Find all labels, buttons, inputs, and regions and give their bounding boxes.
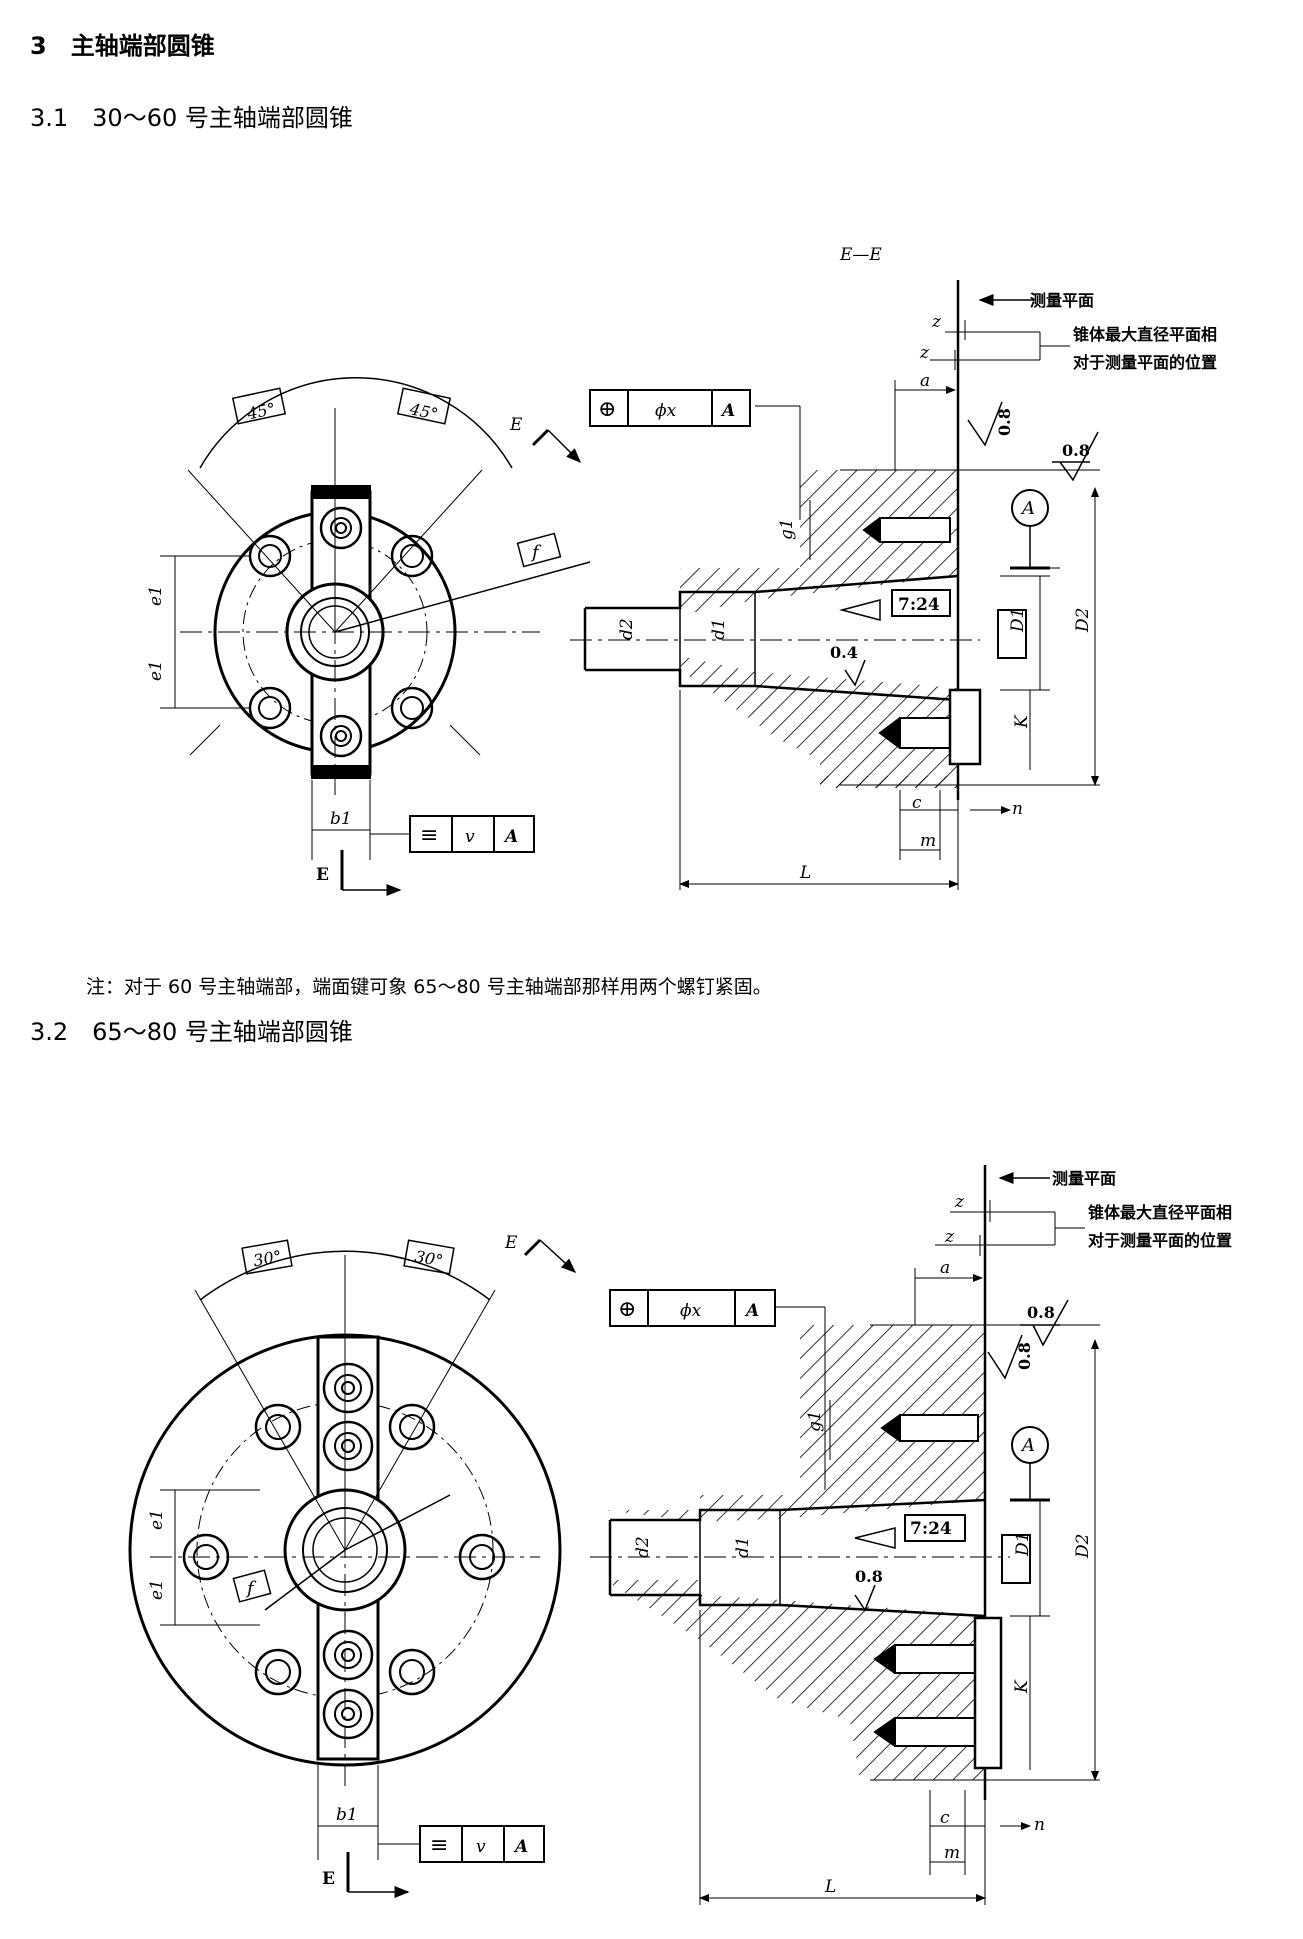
fig1-m-label: m [920,831,936,851]
fig2-c-label: c [940,1808,950,1828]
fig2-pos-symbol: ⊕ [618,1297,636,1322]
fig1-n-label: n [1012,799,1023,819]
fig2-pos-datum: A [744,1301,759,1321]
note-text: 注：对于 60 号主轴端部，端面键可象 65～80 号主轴端部那样用两个螺钉紧固… [86,976,772,998]
fig2-m-label: m [944,1843,960,1863]
fig1-rough-0-8-face: 0.8 [995,408,1014,436]
fig1-b1-label: b1 [330,809,352,829]
fig2-e1-upper: e1 [147,1509,167,1530]
fig1-angle-right: 45° [407,399,440,424]
fig1-section-view [570,280,1100,890]
fig2-D2-label: D2 [1073,1534,1093,1559]
fig2-measure-plane: 测量平面 [1052,1169,1116,1188]
fig1-section-labels: E—E 测量平面 锥体最大直径平面相 对于测量平面的位置 z z a ⊕ ϕx … [598,245,1217,883]
fig1-a-label: a [920,371,930,391]
fig2-a-label: a [940,1258,950,1278]
fig1-pos-tol: ϕx [655,401,677,421]
fig2-g1-label: g1 [805,1410,825,1432]
fig2-sym-tol: v [476,1837,486,1857]
fig2-sym-symbol: ≡ [430,1833,448,1858]
fig1-e1-upper: e1 [146,585,166,606]
fig2-E-top: E [504,1233,518,1253]
fig2-rough-0-8-top: 0.8 [1027,1303,1055,1322]
fig1-section-title: E—E [839,245,882,265]
fig1-sym-symbol: ≡ [420,823,438,848]
fig2-angle-left: 30° [252,1247,283,1271]
fig1-D1-label: D1 [1008,608,1028,633]
fig2-datum-A: A [1020,1435,1035,1456]
fig2-front-labels: 30° 30° f e1 e1 b1 E E ≡ v A [147,1233,528,1889]
fig2-max-dia-line1: 锥体最大直径平面相 [1088,1203,1232,1222]
fig2-f-label: f [245,1578,257,1599]
fig1-measure-plane: 测量平面 [1030,291,1094,310]
fig2-max-dia-line2: 对于测量平面的位置 [1088,1231,1232,1250]
fig1-d2-label: d2 [617,618,637,640]
fig2-D1-label: D1 [1013,1532,1033,1557]
fig1-K-label: K [1012,714,1032,729]
fig2-rough-0-8-face: 0.8 [1015,1342,1034,1370]
fig1-L-label: L [799,863,811,883]
fig1-d1-label: d1 [709,618,729,640]
fig1-rough-0-8-top: 0.8 [1062,441,1090,460]
fig2-rough-0-8-cone: 0.8 [855,1567,883,1586]
fig1-D2-label: D2 [1073,608,1093,633]
fig2-d1-label: d1 [733,1536,753,1558]
fig1-front-view [160,377,591,896]
fig1-max-dia-line2: 对于测量平面的位置 [1073,353,1217,372]
fig1-max-dia-line1: 锥体最大直径平面相 [1073,325,1217,344]
fig1-pos-datum: A [720,401,735,421]
fig2-section-labels: 测量平面 锥体最大直径平面相 对于测量平面的位置 z z a ⊕ ϕx A A … [618,1169,1232,1897]
fig2-d2-label: d2 [633,1536,653,1558]
fig1-taper-label: 7:24 [898,595,940,615]
fig1-angle-left: 45° [244,399,277,424]
fig2-z-lower: z [944,1227,955,1247]
fig1-E-top: E [509,415,523,435]
fig2-b1-label: b1 [336,1805,358,1825]
fig1-g1-label: g1 [777,518,797,540]
fig1-c-label: c [912,793,922,813]
fig2-e1-lower: e1 [147,1579,167,1600]
fig2-section-view [590,1165,1100,1905]
fig1-z-upper: z [931,312,942,332]
fig1-z-lower: z [919,343,930,363]
fig1-datum-A: A [1020,498,1035,519]
fig1-e1-lower: e1 [146,660,166,681]
fig1-sym-tol: v [465,827,475,847]
fig2-angle-right: 30° [413,1247,444,1271]
fig2-front-view [128,1238,577,1898]
section-3-2-heading: 3.2 65～80 号主轴端部圆锥 [30,1018,353,1046]
fig2-pos-tol: ϕx [680,1301,702,1321]
fig1-f-label: f [530,542,542,563]
fig2-L-label: L [824,1877,836,1897]
section-3-1-heading: 3.1 30～60 号主轴端部圆锥 [30,104,353,132]
fig1-sym-datum: A [503,827,518,847]
fig2-n-label: n [1034,1815,1045,1835]
fig1-E-bottom: E [316,865,329,885]
fig2-taper-label: 7:24 [910,1519,952,1539]
fig1-pos-symbol: ⊕ [598,397,616,422]
fig2-K-label: K [1012,1679,1032,1694]
fig1-rough-0-4: 0.4 [830,643,858,662]
fig2-E-bottom: E [322,1869,335,1889]
section-3-heading: 3 主轴端部圆锥 [30,32,215,60]
fig2-z-upper: z [954,1192,965,1212]
fig2-sym-datum: A [513,1837,528,1857]
